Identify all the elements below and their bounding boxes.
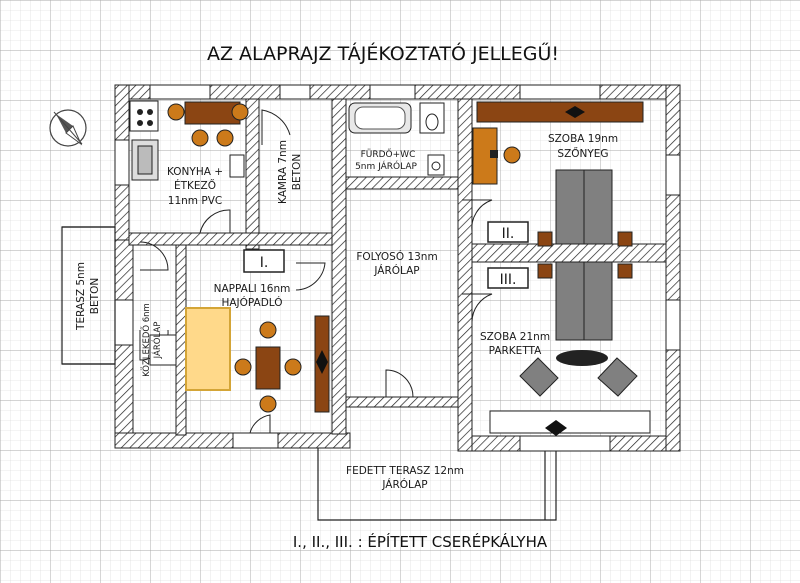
svg-text:TERASZ 5nm: TERASZ 5nm	[75, 262, 87, 331]
room-fedett-terasz-label: FEDETT TERASZ 12nm JÁRÓLAP	[346, 465, 464, 491]
svg-text:5nm JÁRÓLAP: 5nm JÁRÓLAP	[355, 160, 417, 172]
svg-text:SZOBA 19nm: SZOBA 19nm	[548, 133, 618, 145]
page-title: AZ ALAPRAJZ TÁJÉKOZTATÓ JELLEGŰ!	[207, 41, 559, 65]
room-folyoso-label: FOLYOSÓ 13nm JÁRÓLAP	[356, 250, 437, 277]
bedroom-21-furniture	[489, 261, 651, 436]
svg-text:KAMRA 7nm: KAMRA 7nm	[277, 140, 289, 204]
room-szoba19-label: SZOBA 19nm SZŐNYEG	[548, 133, 618, 160]
svg-text:ÉTKEZŐ: ÉTKEZŐ	[174, 178, 216, 192]
stove-legend: I., II., III. : ÉPÍTETT CSERÉPKÁLYHA	[293, 532, 548, 551]
stove-ii: II.	[487, 221, 529, 243]
svg-text:HAJÓPADLÓ: HAJÓPADLÓ	[221, 296, 282, 309]
svg-text:FOLYOSÓ 13nm: FOLYOSÓ 13nm	[356, 250, 437, 263]
stove-iii: III.	[487, 267, 529, 289]
stove-i: I.	[243, 249, 285, 273]
room-nappali-label: NAPPALI 16nm HAJÓPADLÓ	[214, 283, 291, 309]
living-room-furniture	[149, 307, 330, 413]
north-arrow-icon	[49, 109, 87, 147]
room-furdo-label: FÜRDŐ+WC 5nm JÁRÓLAP	[355, 149, 417, 172]
svg-text:SZŐNYEG: SZŐNYEG	[557, 146, 608, 160]
svg-text:JÁRÓLAP: JÁRÓLAP	[373, 264, 419, 277]
svg-text:PARKETTA: PARKETTA	[489, 345, 542, 357]
stove-iii-label: III.	[500, 272, 517, 288]
stove-i-label: I.	[260, 255, 269, 271]
svg-text:11nm PVC: 11nm PVC	[168, 195, 222, 207]
room-kozlekedo-label: KÖZLEKEDŐ 6nm JÁRÓLAP	[141, 303, 163, 377]
room-terasz5-label: TERASZ 5nm BETON	[75, 262, 101, 331]
svg-text:KONYHA +: KONYHA +	[167, 166, 223, 178]
bathroom-fixtures	[348, 102, 445, 176]
svg-text:JÁRÓLAP: JÁRÓLAP	[151, 322, 163, 360]
svg-text:BETON: BETON	[89, 278, 101, 314]
room-konyha-label: KONYHA + ÉTKEZŐ 11nm PVC	[167, 166, 223, 207]
svg-text:FEDETT TERASZ 12nm: FEDETT TERASZ 12nm	[346, 465, 464, 477]
windows	[114, 84, 681, 452]
terrace-left	[61, 226, 116, 365]
svg-text:FÜRDŐ+WC: FÜRDŐ+WC	[361, 149, 416, 160]
room-kamra-label: KAMRA 7nm BETON	[277, 140, 303, 204]
room-szoba21-label: SZOBA 21nm PARKETTA	[480, 331, 550, 357]
terrace-bottom	[317, 448, 557, 521]
stove-ii-label: II.	[502, 226, 515, 242]
svg-text:BETON: BETON	[291, 154, 303, 190]
bedroom-19-furniture	[472, 101, 644, 247]
svg-text:JÁRÓLAP: JÁRÓLAP	[381, 478, 427, 491]
svg-text:SZOBA 21nm: SZOBA 21nm	[480, 331, 550, 343]
kitchen-furniture	[129, 100, 249, 181]
svg-text:NAPPALI 16nm: NAPPALI 16nm	[214, 283, 291, 295]
svg-text:KÖZLEKEDŐ 6nm: KÖZLEKEDŐ 6nm	[141, 303, 152, 377]
